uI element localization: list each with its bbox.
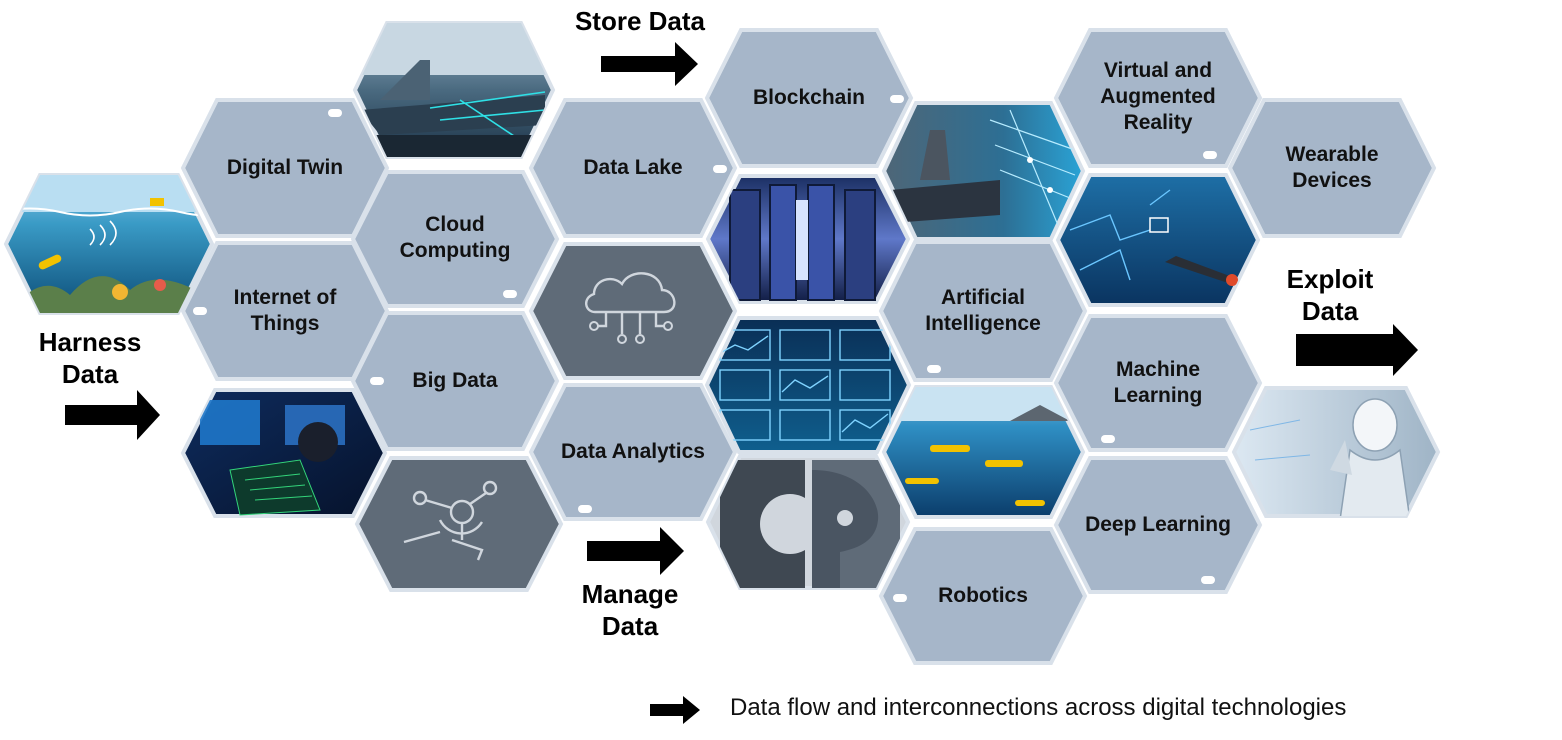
blockchain-label: Blockchain	[752, 86, 866, 109]
machine-learning-hexagon	[1053, 314, 1263, 452]
wearable-devices-label: Wearable Devices	[1285, 143, 1379, 192]
hexagon-tab-markers	[193, 95, 1217, 602]
gear-head-ai-icon	[705, 454, 911, 590]
virtual-augmented-reality-hexagon	[1053, 28, 1263, 168]
robot-hand-image	[1231, 386, 1441, 518]
deep-learning-hexagon	[1053, 456, 1263, 594]
artificial-intelligence-label: Artificial Intelligence	[925, 286, 1041, 335]
machine-learning-label: Machine Learning	[1113, 358, 1203, 407]
blockchain-hexagon	[704, 28, 914, 168]
legend-arrow-icon	[650, 696, 700, 724]
data-lake-hexagon	[528, 98, 738, 238]
underwater-sensors-image	[3, 173, 215, 315]
legend-text: Data flow and interconnections across di…	[730, 694, 1347, 721]
robotics-label: Robotics	[938, 584, 1028, 607]
ai-submarine-image	[1055, 173, 1261, 307]
virtual-augmented-reality-label: Virtual and Augmented Reality	[1100, 59, 1216, 134]
store-data-label: Store Data	[574, 6, 706, 36]
cloud-computing-hexagon	[350, 170, 560, 308]
analytics-node-icon	[354, 456, 564, 592]
dashboard-charts-image	[704, 316, 912, 454]
exploit-data-label: Exploit Data	[1286, 264, 1374, 326]
data-analytics-label: Data Analytics	[561, 440, 705, 463]
harness-data-label: Harness Data	[38, 327, 142, 389]
artificial-intelligence-hexagon	[878, 240, 1088, 382]
manage-data-label: Manage Data	[581, 579, 679, 641]
store-data-arrow	[601, 42, 698, 86]
data-lake-label: Data Lake	[583, 156, 683, 179]
big-data-hexagon	[350, 311, 560, 451]
carrier-network-image	[881, 101, 1086, 241]
exploit-data-arrow	[1296, 324, 1418, 376]
aircraft-carrier-digital-twin-image	[352, 21, 556, 159]
manage-data-arrow	[587, 527, 684, 575]
unmanned-vehicles-image	[881, 385, 1086, 519]
server-room-image	[705, 174, 911, 304]
robotics-hexagon	[878, 527, 1088, 665]
harness-data-arrow	[65, 390, 160, 440]
wearable-devices-hexagon	[1227, 98, 1437, 238]
digital-twin-label: Digital Twin	[226, 156, 344, 179]
data-analytics-hexagon	[528, 383, 738, 521]
internet-of-things-label: Internet of Things	[233, 286, 337, 335]
big-data-label: Big Data	[412, 369, 498, 392]
operator-control-room-image	[180, 388, 388, 518]
cloud-computing-label: Cloud Computing	[399, 213, 511, 262]
cloud-network-icon	[528, 242, 738, 380]
deep-learning-label: Deep Learning	[1085, 513, 1231, 536]
